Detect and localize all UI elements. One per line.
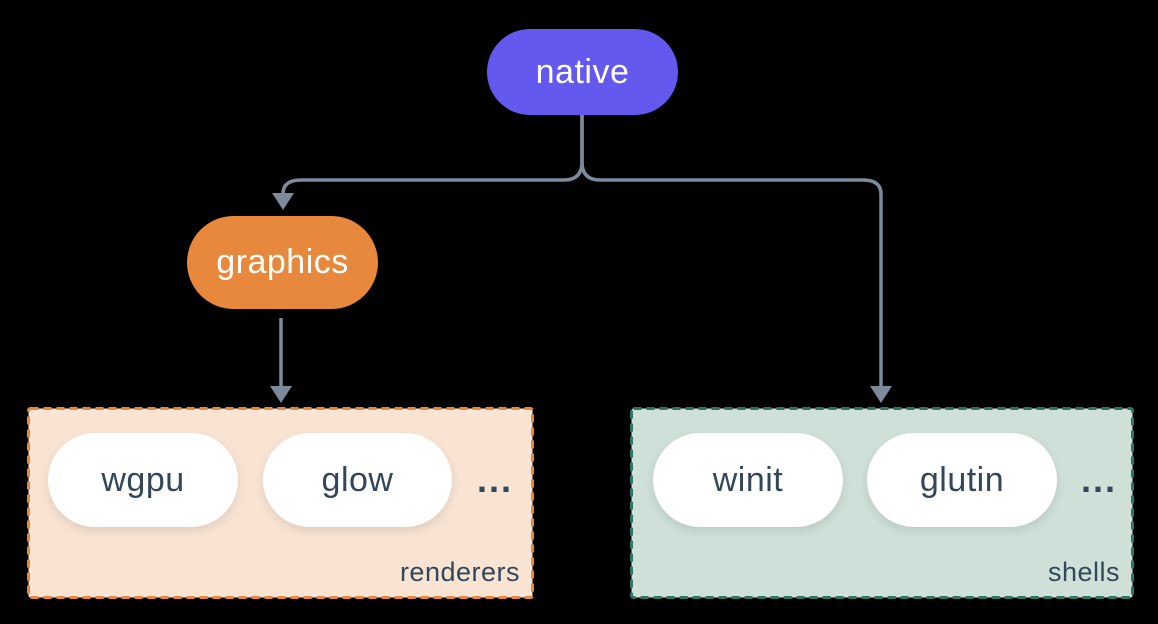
node-native: native bbox=[487, 29, 678, 115]
node-graphics: graphics bbox=[187, 216, 378, 309]
renderers-group-label: renderers bbox=[399, 557, 520, 587]
edge-native-to-graphics bbox=[281, 115, 584, 196]
edge-native-to-shells bbox=[580, 115, 883, 388]
node-winit-label: winit bbox=[712, 460, 784, 499]
node-wgpu-label: wgpu bbox=[101, 460, 185, 499]
shells-group-label: shells bbox=[1047, 557, 1120, 587]
node-graphics-label: graphics bbox=[216, 243, 349, 281]
renderers-ellipsis: ... bbox=[476, 459, 513, 500]
shells-ellipsis: ... bbox=[1080, 459, 1117, 500]
arrowhead-into-renderers bbox=[270, 386, 292, 403]
node-glow-label: glow bbox=[321, 460, 394, 499]
node-wgpu: wgpu bbox=[48, 433, 238, 527]
node-glutin: glutin bbox=[867, 433, 1057, 527]
arrowhead-into-graphics bbox=[272, 193, 294, 210]
node-glow: glow bbox=[263, 433, 452, 527]
arrowhead-into-shells bbox=[870, 386, 892, 403]
node-winit: winit bbox=[653, 433, 843, 527]
node-glutin-label: glutin bbox=[919, 460, 1005, 499]
node-native-label: native bbox=[535, 52, 630, 91]
